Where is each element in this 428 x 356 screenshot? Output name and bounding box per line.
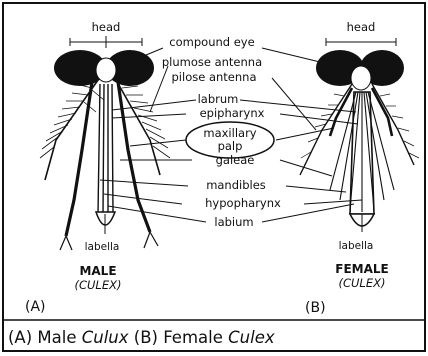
male-genus: (CULEX) <box>75 278 122 292</box>
caption-part-female-tag: (B) Female <box>129 328 229 347</box>
female-head-label: head <box>347 20 376 34</box>
caption-part-male-tag: (A) Male <box>8 328 82 347</box>
figure-caption: (A) Male Culux (B) Female Culex <box>8 328 275 347</box>
compound-eye-label: compound eye <box>169 35 254 49</box>
hypopharynx-label: hypopharynx <box>205 196 281 210</box>
caption-male-genus: Culux <box>82 328 129 347</box>
labrum-label: labrum <box>198 92 239 106</box>
labium-label: labium <box>214 215 253 229</box>
mandibles-label: mandibles <box>206 178 266 192</box>
pilose-antenna-label: pilose antenna <box>172 70 257 84</box>
female-genus: (CULEX) <box>339 276 386 290</box>
galeae-label: galeae <box>216 153 255 167</box>
male-labella-label: labella <box>85 241 120 253</box>
female-labella-label: labella <box>339 240 374 252</box>
male-tag: (A) <box>25 299 46 315</box>
maxillary-palp-label-line1: maxillary <box>203 126 256 140</box>
male-head-label: head <box>92 20 121 34</box>
male-title: MALE <box>79 264 116 278</box>
epipharynx-label: epipharynx <box>200 106 265 120</box>
maxillary-palp-label-line2: palp <box>218 139 243 153</box>
female-title: FEMALE <box>335 262 388 276</box>
caption-female-genus: Culex <box>228 328 275 347</box>
plumose-antenna-label: plumose antenna <box>162 55 262 69</box>
female-tag: (B) <box>305 300 326 316</box>
